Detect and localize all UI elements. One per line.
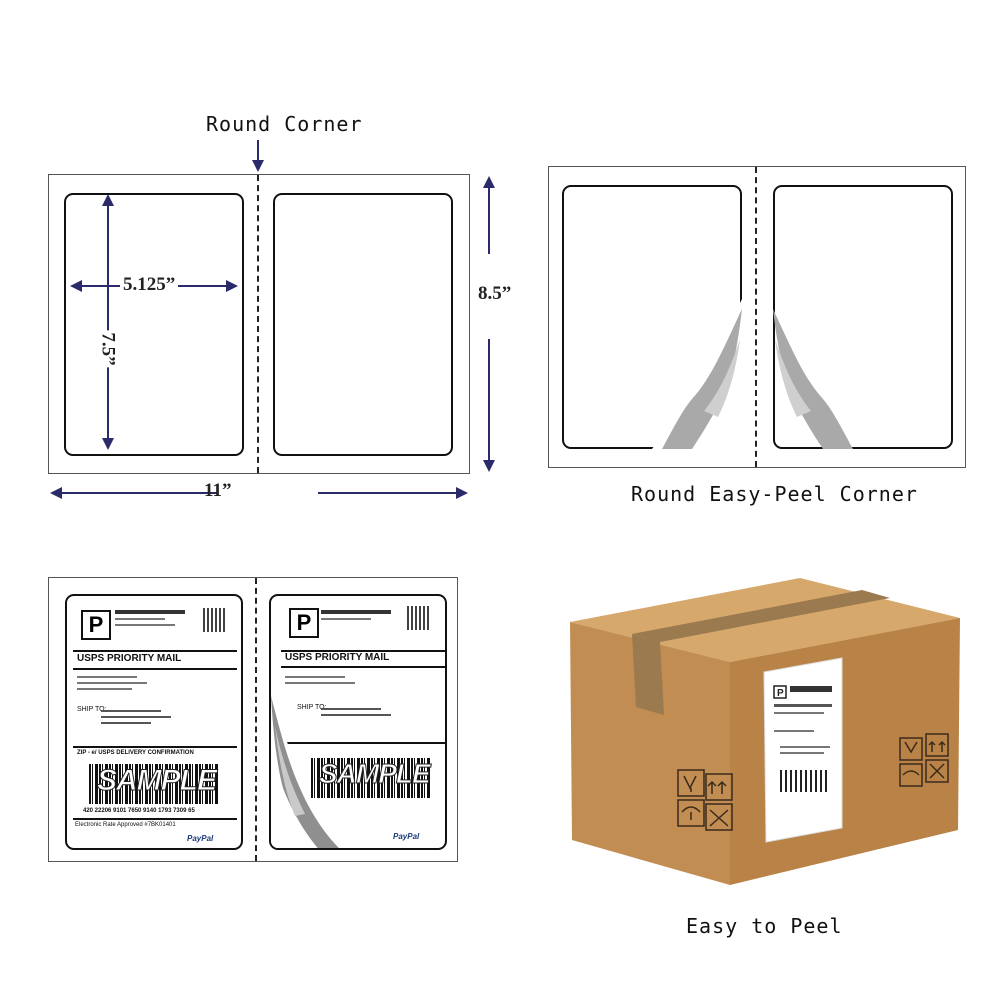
box-front	[570, 622, 730, 885]
printed-label-right: P USPS PRIORITY MAIL SHIP TO: SAMPLE Pay…	[269, 594, 447, 850]
packing-tape	[632, 590, 890, 642]
handling-symbols-front	[677, 769, 733, 831]
easy-to-peel-caption: Easy to Peel	[686, 914, 843, 938]
qr-code-icon	[203, 608, 227, 632]
printed-label-sheet: P USPS PRIORITY MAIL SHIP TO: ZIP - e/ U…	[48, 577, 458, 862]
ship-to-label: SHIP TO:	[77, 706, 107, 713]
sheet-height-arrow	[483, 176, 495, 472]
perforation-line-peel	[755, 167, 757, 467]
round-corner-caption: Round Corner	[206, 112, 363, 136]
service-title: USPS PRIORITY MAIL	[77, 653, 182, 664]
label-width-text: 5.125”	[120, 274, 179, 296]
footer-note: Electronic Rate Approved #7BK01401	[75, 822, 176, 828]
round-corner-arrow	[252, 140, 264, 172]
qr-code-icon-right	[407, 606, 431, 630]
right-label-peel	[773, 185, 953, 449]
perforation-line-printed	[255, 578, 257, 861]
left-label	[64, 193, 244, 456]
label-height-text: 7.5”	[96, 330, 119, 368]
sheet-height-text: 8.5”	[478, 283, 512, 304]
perforation-line	[257, 175, 259, 473]
priority-p-mark: P	[81, 610, 111, 640]
label-sheet-easy-peel	[548, 166, 966, 468]
sheet-width-text: 11”	[204, 480, 232, 501]
left-label-peel	[562, 185, 742, 449]
paypal-logo: PayPal	[187, 834, 214, 843]
barcode	[89, 764, 219, 804]
peel-corner-icon-right	[773, 309, 853, 449]
handling-symbols-side	[899, 733, 949, 787]
label-sheet-dimensions	[48, 174, 470, 474]
sample-watermark: SAMPLE	[96, 764, 217, 798]
easy-peel-caption: Round Easy-Peel Corner	[631, 482, 918, 506]
confirmation-title: ZIP - e/ USPS DELIVERY CONFIRMATION	[77, 750, 194, 756]
priority-p-mark-right: P	[289, 608, 319, 638]
cardboard-box: P	[570, 578, 960, 885]
peel-corner-icon-printed	[271, 696, 339, 848]
sheet-width-arrow	[50, 487, 468, 499]
peel-corner-icon	[652, 299, 742, 449]
tracking-number: 420 22206 9101 7650 9140 1793 7309 65	[83, 808, 195, 814]
box-label-p: P	[777, 688, 784, 699]
label-height-arrow	[102, 194, 114, 450]
right-label	[273, 193, 453, 456]
printed-label-left: P USPS PRIORITY MAIL SHIP TO: ZIP - e/ U…	[65, 594, 243, 850]
usps-logo-bar	[115, 610, 185, 614]
